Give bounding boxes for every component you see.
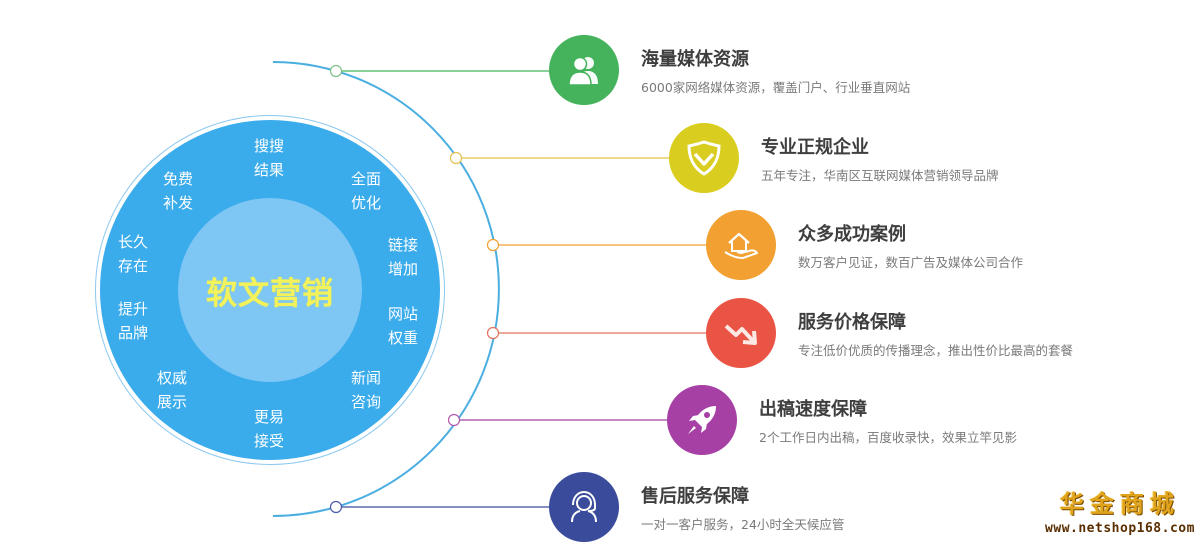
trend-down-icon [724, 324, 757, 345]
watermark-url: www.netshop168.com [1045, 521, 1195, 536]
hub-segment-top-left: 免费补发 [162, 170, 193, 212]
hub-center: 软文营销 [178, 198, 362, 382]
feature-desc: 数万客户见证，数百广告及媒体公司合作 [798, 255, 1024, 270]
feature-title: 专业正规企业 [761, 137, 869, 158]
feature-desc: 专注低价优质的传播理念，推出性价比最高的套餐 [798, 343, 1074, 358]
connector-node-5 [447, 413, 461, 427]
connector-arc [272, 61, 500, 517]
headset-support-icon [571, 490, 597, 523]
hub-segment-top: 搜搜结果 [253, 137, 284, 179]
feature-icon-badge [549, 472, 619, 542]
hub-segment-right-lower: 网站权重 [387, 305, 418, 347]
feature-desc: 五年专注，华南区互联网媒体营销领导品牌 [761, 168, 999, 183]
users-icon [568, 56, 598, 86]
feature-title: 众多成功案例 [798, 224, 906, 245]
connector-node-6 [329, 500, 343, 514]
connector-node-4 [486, 326, 500, 340]
feature-desc: 6000家网络媒体资源，覆盖门户、行业垂直网站 [641, 80, 911, 95]
feature-icon-badge [706, 210, 776, 280]
hub-segment-bottom-right: 新闻咨询 [350, 369, 381, 411]
feature-icon-badge [549, 35, 619, 105]
hub-segment-bottom-left: 权威展示 [156, 369, 187, 411]
hub-segment-left-lower: 提升品牌 [117, 300, 148, 342]
hub-segment-left-upper: 长久存在 [117, 233, 148, 275]
feature-desc: 2个工作日内出稿，百度收录快，效果立竿见影 [759, 430, 1017, 445]
feature-desc: 一对一客户服务，24小时全天候应管 [641, 517, 845, 532]
feature-title: 售后服务保障 [641, 486, 749, 507]
feature-icon-badge [706, 298, 776, 368]
watermark-logo: 华金商城 www.netshop168.com [1040, 484, 1200, 536]
feature-icon-badge [669, 123, 739, 193]
hub-segment-right-upper: 链接增加 [387, 236, 418, 278]
hub-segment-top-right: 全面优化 [350, 170, 381, 212]
connector-node-1 [329, 64, 343, 78]
feature-title: 服务价格保障 [798, 312, 906, 333]
shield-check-icon [687, 140, 721, 176]
watermark-name: 华金商城 [1060, 489, 1180, 518]
rocket-icon [688, 406, 716, 434]
house-in-hand-icon [724, 232, 758, 259]
feature-title: 出稿速度保障 [759, 399, 867, 420]
feature-icon-badge [667, 385, 737, 455]
hub-title: 软文营销 [206, 275, 334, 312]
feature-title: 海量媒体资源 [641, 49, 749, 70]
connector-node-3 [486, 238, 500, 252]
connector-node-2 [449, 151, 463, 165]
hub-segment-bottom: 更易接受 [253, 408, 284, 450]
